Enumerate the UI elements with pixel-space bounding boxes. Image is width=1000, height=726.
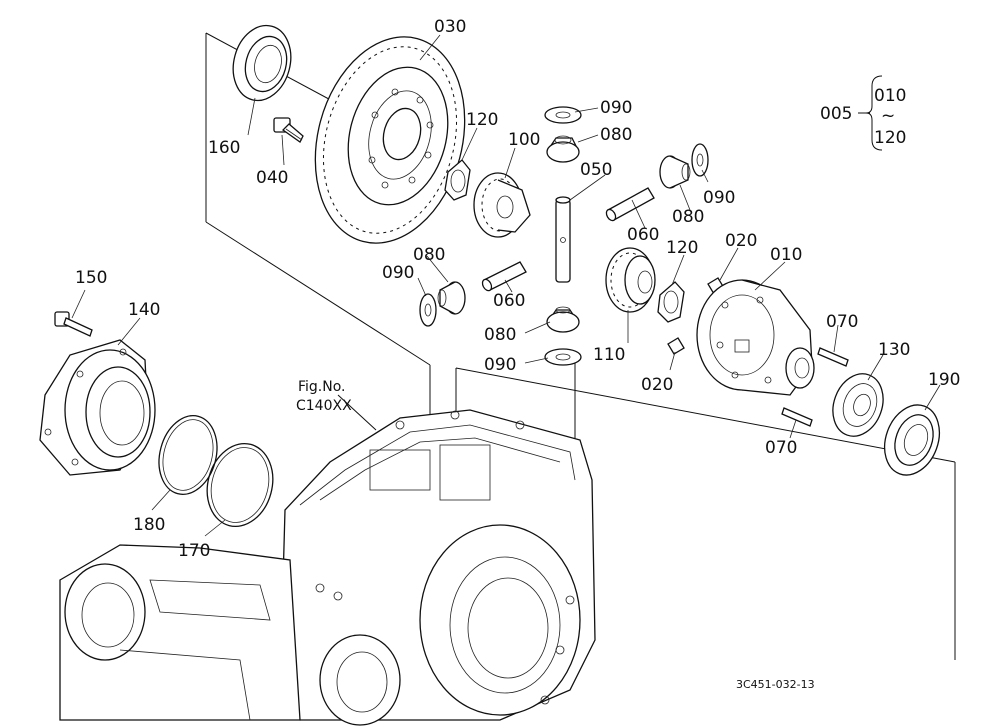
group-range-to: 120 [874, 128, 906, 148]
callout-170: 170 [178, 541, 210, 561]
shaft-050 [555, 196, 571, 283]
group-assembly-number: 005 [820, 104, 852, 124]
callout-120-upper: 120 [466, 110, 498, 130]
callout-100: 100 [508, 130, 540, 150]
callout-070-upper: 070 [826, 312, 858, 332]
pin-070-upper [817, 347, 849, 367]
pin-060-left [481, 261, 527, 292]
callout-180: 180 [133, 515, 165, 535]
callout-080-left: 080 [413, 245, 445, 265]
washer-090-left [419, 293, 437, 327]
bearing-130 [832, 373, 884, 437]
figure-ref-line2: C140XX [296, 398, 352, 414]
callout-010: 010 [770, 245, 802, 265]
pin-070-lower [781, 407, 813, 427]
figure-ref-line1: Fig.No. [298, 379, 346, 395]
callout-140: 140 [128, 300, 160, 320]
washer-090-right [691, 143, 709, 177]
o-ring-170 [206, 442, 274, 528]
callout-120-lower: 120 [666, 238, 698, 258]
washer-090-bottom [544, 348, 582, 366]
group-range-from: 010 [874, 86, 906, 106]
callout-130: 130 [878, 340, 910, 360]
bevel-gear-100 [473, 172, 531, 238]
dowel-020-lower [667, 337, 685, 355]
group-range-separator: ~ [881, 106, 895, 126]
pinion-080-bottom [546, 306, 580, 333]
ring-gear-030 [314, 36, 466, 244]
shim-120-lower [657, 281, 685, 323]
bearing-190 [883, 404, 941, 476]
washer-090-top [544, 106, 582, 124]
callout-020-lower: 020 [641, 375, 673, 395]
transmission-case [59, 394, 596, 726]
callout-090-bottom: 090 [484, 355, 516, 375]
callout-090-top: 090 [600, 98, 632, 118]
callout-090-left: 090 [382, 263, 414, 283]
callout-110: 110 [593, 345, 625, 365]
bolt-040 [273, 117, 304, 143]
callout-190: 190 [928, 370, 960, 390]
callout-090-right: 090 [703, 188, 735, 208]
group-bracket [858, 75, 883, 151]
callout-080-right: 080 [672, 207, 704, 227]
pin-060-right [605, 187, 655, 222]
callout-labels: 030 160 040 120 100 090 080 050 090 080 … [75, 17, 960, 691]
bearing-holder-140 [39, 339, 156, 476]
snap-ring-180 [158, 415, 218, 495]
callout-160: 160 [208, 138, 240, 158]
differential-case-010 [696, 279, 815, 396]
leader-lines [71, 34, 941, 537]
bearing-160 [232, 24, 292, 102]
pinion-080-left [437, 281, 466, 315]
side-gear-110 [605, 247, 656, 313]
callout-150: 150 [75, 268, 107, 288]
callout-080-bottom: 080 [484, 325, 516, 345]
pinion-080-top [546, 135, 580, 163]
callout-050: 050 [580, 160, 612, 180]
callout-080-top: 080 [600, 125, 632, 145]
bolt-150 [54, 311, 93, 337]
pinion-080-right [659, 155, 691, 189]
callout-060-left: 060 [493, 291, 525, 311]
callout-070-lower: 070 [765, 438, 797, 458]
callout-060-right: 060 [627, 225, 659, 245]
callout-030: 030 [434, 17, 466, 37]
drawing-code: 3C451-032-13 [736, 678, 815, 691]
callout-020-upper: 020 [725, 231, 757, 251]
callout-040: 040 [256, 168, 288, 188]
